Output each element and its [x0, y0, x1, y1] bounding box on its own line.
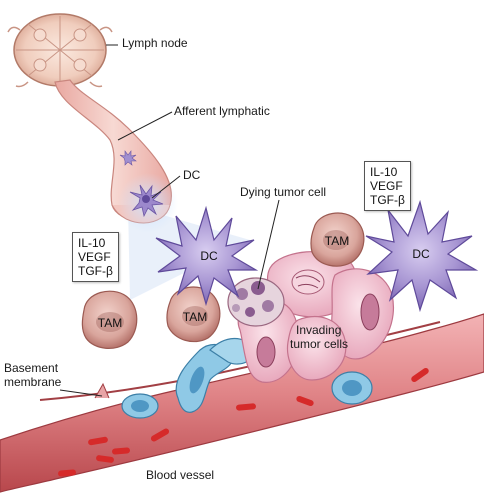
cytokine-left-vegf: VEGF	[78, 250, 111, 264]
cytokine-left-il10: IL-10	[78, 236, 106, 250]
basement-membrane-label-line1: Basement	[4, 361, 59, 375]
tam-top-shape	[310, 212, 365, 267]
cytokine-right-tgfb: TGF-β	[370, 193, 405, 207]
cytokine-right-vegf: VEGF	[370, 179, 403, 193]
tumor-cell-cluster	[237, 250, 394, 383]
afferent-lymphatic-label: Afferent lymphatic	[174, 104, 270, 118]
dying-tumor-cell-label: Dying tumor cell	[240, 185, 327, 199]
dying-cell-leader	[257, 199, 280, 290]
lymphocytes	[121, 337, 373, 419]
cytokine-box-right: IL-10 VEGF TGF-β	[364, 161, 411, 211]
tam-middle-label: TAM	[182, 310, 208, 324]
invading-tumor-label-line2: tumor cells	[290, 337, 349, 351]
dc-right-label: DC	[412, 247, 430, 261]
blood-vessel-label: Blood vessel	[146, 468, 215, 482]
dc-left-label: DC	[200, 249, 218, 263]
dc-right-shape	[365, 199, 479, 313]
dying-tumor-cell-shape	[227, 277, 285, 327]
small-dendritic-cell	[129, 184, 164, 218]
basement-membrane-label-line2: membrane	[4, 375, 62, 389]
lymph-node-shape	[7, 13, 113, 88]
cytokine-left-tgfb: TGF-β	[78, 264, 113, 278]
tam-left-shape	[81, 290, 138, 349]
dc-left-shape	[155, 205, 259, 307]
tam-left-label: TAM	[97, 316, 123, 330]
red-blood-cells	[58, 367, 429, 477]
dc-small-label: DC	[183, 168, 201, 182]
tiny-dc-upper	[119, 150, 137, 166]
invading-tumor-label-line1: Invading	[296, 323, 342, 337]
afferent-lymphatic-leader	[117, 111, 173, 141]
tam-top-label: TAM	[324, 234, 350, 248]
basement-membrane-leader	[59, 389, 103, 397]
dc-small-leader	[151, 175, 181, 199]
cytokine-right-il10: IL-10	[370, 165, 398, 179]
cytokine-box-left: IL-10 VEGF TGF-β	[72, 232, 119, 282]
lymph-node-label: Lymph node	[122, 36, 188, 50]
